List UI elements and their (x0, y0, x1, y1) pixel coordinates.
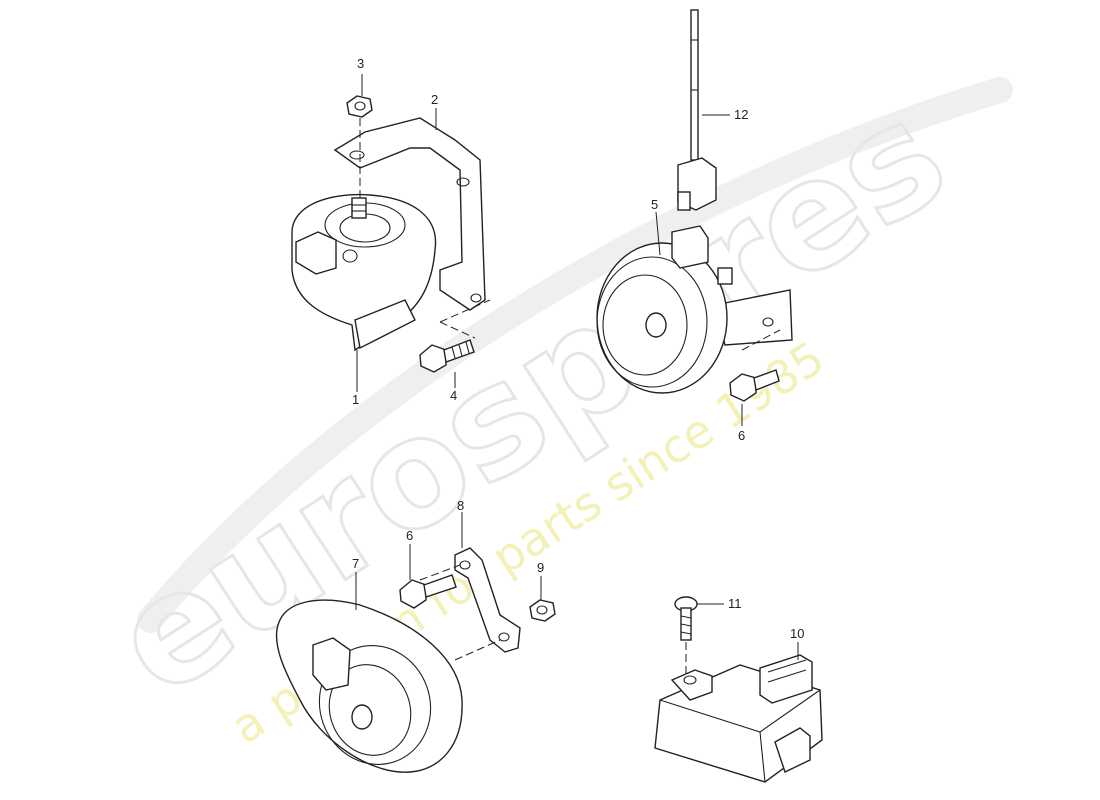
callout-3: 3 (357, 56, 364, 71)
horn-5 (596, 225, 793, 394)
callout-5: 5 (651, 197, 658, 212)
callout-1: 1 (352, 392, 359, 407)
control-unit-10 (654, 654, 823, 783)
callout-12: 12 (734, 107, 748, 122)
watermark: eurospares a passion for parts since 198… (83, 66, 1013, 754)
sensor-12 (677, 9, 717, 211)
callout-4: 4 (450, 388, 457, 403)
watermark-brand: eurospares (85, 68, 975, 730)
callout-9: 9 (537, 560, 544, 575)
horn-1-assembly (291, 117, 486, 352)
callout-6-upper: 6 (738, 428, 745, 443)
callout-2: 2 (431, 92, 438, 107)
horn-7 (275, 599, 463, 773)
bracket-2 (333, 117, 486, 311)
callout-10: 10 (790, 626, 804, 641)
bolt-6-upper (729, 369, 780, 402)
leader-lines (355, 74, 799, 660)
nut-3 (346, 95, 373, 118)
callouts: 3 2 1 4 12 5 6 6 8 9 7 11 10 (352, 56, 804, 641)
callout-11: 11 (728, 596, 742, 611)
bolt-6-lower (399, 574, 457, 609)
callout-8: 8 (457, 498, 464, 513)
callout-7: 7 (352, 556, 359, 571)
callout-6-lower: 6 (406, 528, 413, 543)
screw-11 (674, 596, 698, 641)
nut-9 (529, 599, 556, 622)
bolt-4 (419, 339, 475, 373)
